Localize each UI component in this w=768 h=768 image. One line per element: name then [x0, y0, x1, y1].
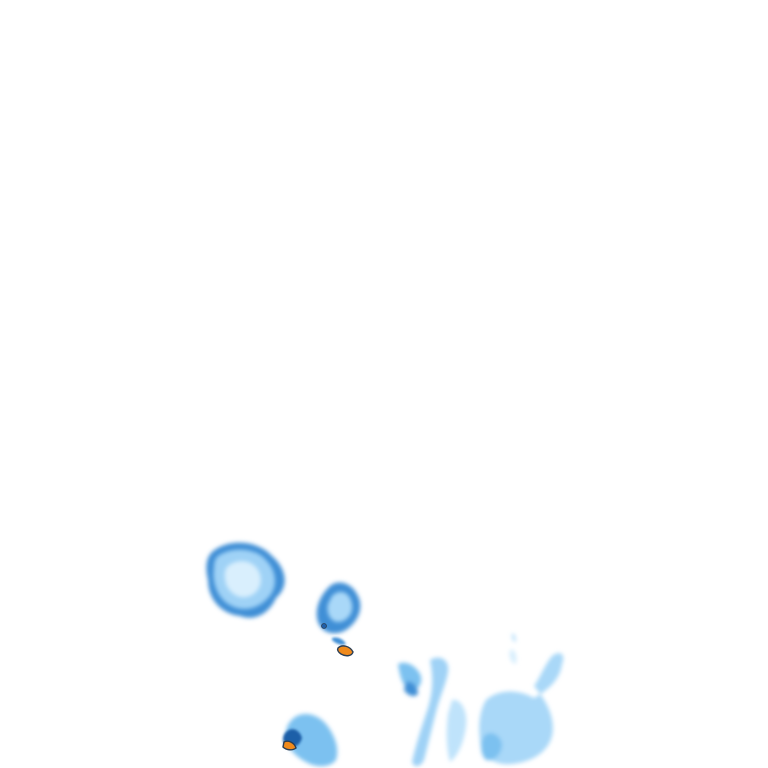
cell-center-tail: [332, 637, 346, 645]
band-fleck-north: [509, 649, 517, 664]
band-streak-mid: [446, 699, 467, 762]
cell-west-ring: [206, 542, 285, 618]
cell-south-west-outer: [285, 713, 338, 767]
cell-center: [316, 582, 361, 657]
band-streak-west: [398, 662, 422, 691]
cell-south-west-core: [282, 740, 297, 751]
cell-center-core: [336, 645, 354, 657]
band-streak-branch: [412, 657, 449, 767]
cell-center-inner: [327, 591, 353, 622]
band-hook: [404, 681, 418, 697]
band-cluster-east: [479, 653, 564, 765]
cell-center-dot: [321, 623, 327, 629]
cell-south-west: [282, 713, 338, 767]
band-cluster-dark: [481, 733, 502, 761]
band-fleck-north-2: [511, 633, 516, 642]
cell-west-ring-inner: [224, 561, 261, 598]
band-south-east: [398, 633, 564, 767]
